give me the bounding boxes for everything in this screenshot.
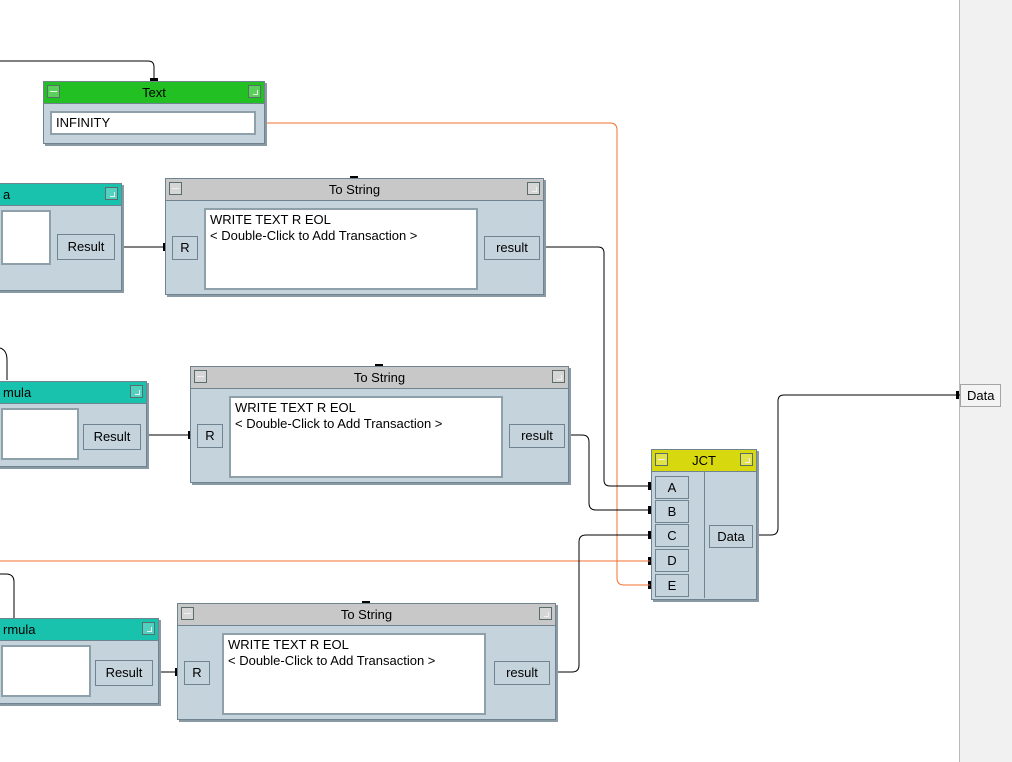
formula-object-2[interactable]: mula Result [0,381,147,467]
to-string-1-title-label: To String [328,182,381,197]
minimize-icon[interactable] [47,85,60,98]
formula-3-result-terminal[interactable]: Result [95,660,153,686]
jct-object[interactable]: JCT A B C D E Data [651,449,757,600]
minimize-icon[interactable] [169,182,182,195]
formula-1-result-terminal[interactable]: Result [57,234,115,260]
to-string-1-title[interactable]: To String [166,179,543,201]
minimize-icon[interactable] [655,453,668,466]
formula-1-expression[interactable] [1,210,51,265]
to-string-2-title-label: To String [353,370,406,385]
maximize-icon[interactable] [740,453,753,466]
jct-input-e[interactable]: E [655,574,689,597]
maximize-icon[interactable] [105,187,118,200]
formula-3-expression[interactable] [1,645,91,697]
minimize-icon[interactable] [194,370,207,383]
jct-input-a[interactable]: A [655,476,689,499]
maximize-icon[interactable] [527,182,540,195]
formula-2-result-terminal[interactable]: Result [83,424,141,450]
formula-2-title[interactable]: mula [0,382,146,404]
panel-pin-data[interactable]: Data [960,384,1002,407]
formula-2-expression[interactable] [1,408,79,460]
formula-1-title-label: a [3,187,11,202]
text-object[interactable]: Text INFINITY [43,81,265,144]
to-string-3-title[interactable]: To String [178,604,555,626]
to-string-1-result-terminal[interactable]: result [484,236,540,260]
jct-divider [704,472,705,598]
text-out-pin-bottom [150,142,158,146]
jct-b-pin[interactable] [648,506,652,514]
to-string-2-line1: WRITE TEXT R EOL [235,400,356,415]
jct-title[interactable]: JCT [652,450,756,472]
jct-input-c[interactable]: C [655,524,689,547]
to-string-3-input-r[interactable]: R [184,661,210,685]
to-string-2-title[interactable]: To String [191,367,568,389]
maximize-icon[interactable] [539,607,552,620]
jct-d-pin[interactable] [648,557,652,565]
to-string-1-input-r[interactable]: R [172,236,198,260]
jct-input-d[interactable]: D [655,549,689,572]
jct-e-pin[interactable] [648,581,652,589]
text-object-value[interactable]: INFINITY [50,111,256,135]
to-string-3-line1: WRITE TEXT R EOL [228,637,349,652]
text-in-pin[interactable] [150,78,158,82]
to-string-3-line2[interactable]: < Double-Click to Add Transaction > [228,653,436,668]
formula-2-title-label: mula [3,385,32,400]
jct-a-pin[interactable] [648,482,652,490]
to-string-2-result-terminal[interactable]: result [509,424,565,448]
to-string-3-result-terminal[interactable]: result [494,661,550,685]
to-string-2-input-r[interactable]: R [197,424,223,448]
wire-jct-to-panel [757,394,960,536]
formula-3-title[interactable]: rmula [0,619,158,641]
tostring3-bottom-pin [362,718,370,722]
maximize-icon[interactable] [142,622,155,635]
jct-title-label: JCT [692,453,716,468]
to-string-1-line2[interactable]: < Double-Click to Add Transaction > [210,228,418,243]
text-object-title-label: Text [142,85,166,100]
text-object-title[interactable]: Text [44,82,264,104]
to-string-2-transactions[interactable]: WRITE TEXT R EOL < Double-Click to Add T… [229,396,503,478]
right-panel: Data [959,0,1012,762]
maximize-icon[interactable] [248,85,261,98]
jct-input-b[interactable]: B [655,500,689,523]
to-string-3-transactions[interactable]: WRITE TEXT R EOL < Double-Click to Add T… [222,633,486,715]
wire-tostring3-to-jct-c [556,534,650,673]
minimize-icon[interactable] [181,607,194,620]
to-string-object-1[interactable]: To String R WRITE TEXT R EOL < Double-Cl… [165,178,544,295]
jct-data-terminal[interactable]: Data [709,525,753,548]
to-string-3-title-label: To String [340,607,393,622]
wire-into-text [0,60,155,79]
to-string-object-3[interactable]: To String R WRITE TEXT R EOL < Double-Cl… [177,603,556,720]
maximize-icon[interactable] [130,385,143,398]
jct-c-pin[interactable] [648,531,652,539]
to-string-2-line2[interactable]: < Double-Click to Add Transaction > [235,416,443,431]
formula-1-title[interactable]: a [0,184,121,206]
wire-into-formula3 [0,573,15,618]
formula-object-1[interactable]: a Result [0,183,122,291]
to-string-1-line1: WRITE TEXT R EOL [210,212,331,227]
maximize-icon[interactable] [552,370,565,383]
to-string-1-transactions[interactable]: WRITE TEXT R EOL < Double-Click to Add T… [204,208,478,290]
formula-3-title-label: rmula [3,622,36,637]
wire-tostring2-to-jct-b [569,434,650,511]
wire-into-formula2 [0,347,8,380]
formula-object-3[interactable]: rmula Result [0,618,159,704]
to-string-object-2[interactable]: To String R WRITE TEXT R EOL < Double-Cl… [190,366,569,483]
